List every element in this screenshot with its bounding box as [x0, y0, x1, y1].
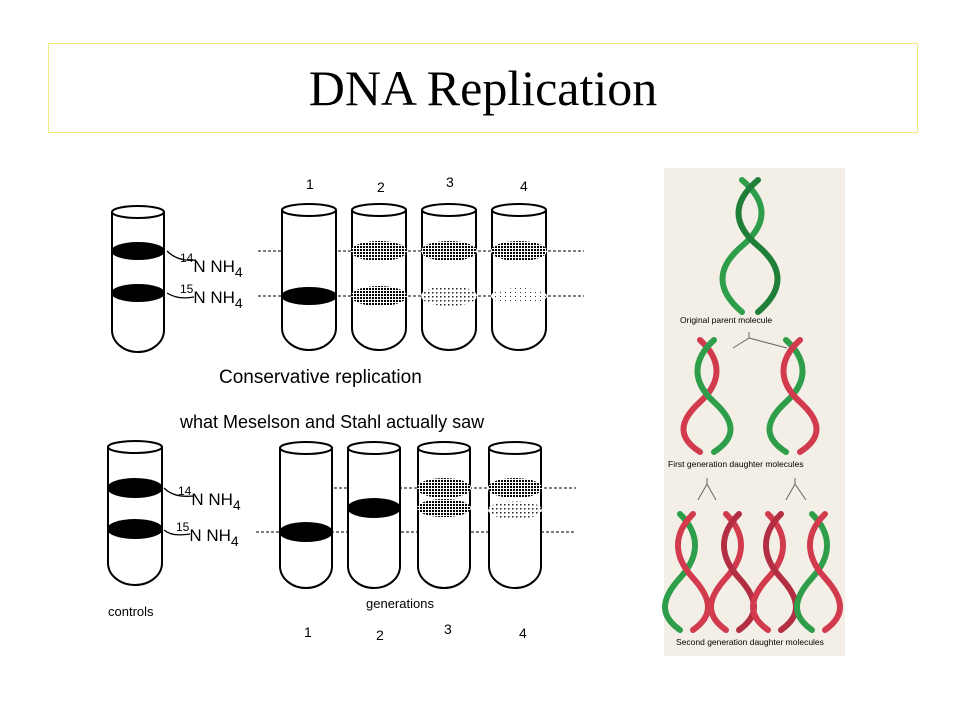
label-14-sup-bottom: 14	[178, 484, 192, 498]
label-15-main: N NH	[193, 288, 235, 307]
arrows-to-first	[732, 332, 788, 349]
control-tube-rim	[111, 205, 165, 219]
dna-helix-illustration: Original parent molecule First generatio…	[662, 168, 845, 656]
top-tube-number-2: 2	[377, 179, 385, 195]
second-gen-helix-1	[662, 511, 711, 633]
band-hybrid	[488, 501, 542, 519]
label-14-main: N NH	[193, 257, 235, 276]
label-15-main-bottom: N NH	[189, 526, 231, 545]
controls-label: controls	[108, 604, 154, 619]
band-light	[417, 478, 471, 498]
band-light	[421, 241, 477, 261]
label-14-nh4: 14N NH4	[180, 251, 243, 280]
label-15-sup: 15	[180, 282, 194, 296]
label-15-sup-bottom: 15	[176, 520, 190, 534]
band-light	[351, 241, 407, 261]
page-title: DNA Replication	[308, 60, 658, 116]
bottom-panel: what Meselson and Stahl actually saw 14N…	[107, 412, 576, 643]
control-band-heavy-bottom	[107, 519, 163, 539]
first-gen-helix-right	[766, 337, 820, 455]
band-light	[488, 478, 542, 498]
band-light	[491, 241, 547, 261]
title-box: DNA Replication	[48, 43, 918, 133]
label-14-main-bottom: N NH	[191, 490, 233, 509]
band-heavy	[279, 522, 333, 542]
band-heavy	[351, 286, 407, 306]
control-tube-bottom	[107, 447, 163, 586]
label-15-sub-bottom: 4	[231, 533, 239, 549]
arrows-to-second	[697, 478, 807, 501]
control-band-heavy	[111, 284, 165, 302]
first-gen-helix-left	[680, 337, 734, 455]
top-panel: 14N NH4 15N NH4	[111, 174, 584, 388]
bottom-tube-number-2: 2	[376, 627, 384, 643]
arrow-14	[166, 250, 197, 261]
band-heavy	[491, 288, 547, 304]
second-gen-helix-2	[708, 511, 757, 633]
generations-label: generations	[366, 596, 434, 611]
result-tube-1	[279, 441, 333, 589]
control-band-light-bottom	[107, 478, 163, 498]
generation-tube-1	[281, 203, 337, 351]
label-14-sup: 14	[180, 251, 194, 265]
caption-first-generation: First generation daughter molecules	[668, 459, 804, 469]
label-14-sub: 4	[235, 264, 243, 280]
top-tube-number-3: 3	[446, 174, 454, 190]
generation-tube-2	[351, 203, 407, 351]
second-gen-helix-3	[750, 511, 799, 633]
label-15-sub: 4	[235, 295, 243, 311]
control-tube-bottom-rim	[107, 440, 163, 454]
label-14-sub-bottom: 4	[233, 497, 241, 513]
top-tube-number-1: 1	[306, 176, 314, 192]
label-15-nh4: 15N NH4	[180, 282, 243, 311]
conservative-caption: Conservative replication	[219, 367, 422, 388]
caption-second-generation: Second generation daughter molecules	[676, 637, 824, 647]
bottom-tube-number-4: 4	[519, 625, 527, 641]
arrow-15	[166, 292, 195, 299]
control-band-light	[111, 242, 165, 260]
generation-tube-4	[491, 203, 547, 351]
label-15-nh4-bottom: 15N NH4	[176, 520, 239, 549]
arrow-15-bottom	[163, 529, 191, 536]
bottom-tube-number-3: 3	[444, 621, 452, 637]
generation-tube-3	[421, 203, 477, 351]
control-tube	[111, 212, 165, 353]
band-heavy	[421, 286, 477, 306]
band-hybrid	[417, 499, 471, 517]
result-tube-4	[488, 441, 542, 589]
top-tube-number-4: 4	[520, 178, 528, 194]
meselson-stahl-heading: what Meselson and Stahl actually saw	[179, 412, 485, 432]
second-gen-helix-4	[794, 511, 843, 633]
result-tube-3	[417, 441, 471, 589]
arrow-14-bottom	[163, 487, 194, 497]
band-hybrid	[347, 498, 401, 518]
bottom-tube-number-1: 1	[304, 624, 312, 640]
result-tube-2	[347, 441, 401, 589]
parent-helix	[719, 177, 781, 315]
band-heavy	[281, 287, 337, 305]
caption-parent: Original parent molecule	[680, 315, 772, 325]
label-14-nh4-bottom: 14N NH4	[178, 484, 241, 513]
